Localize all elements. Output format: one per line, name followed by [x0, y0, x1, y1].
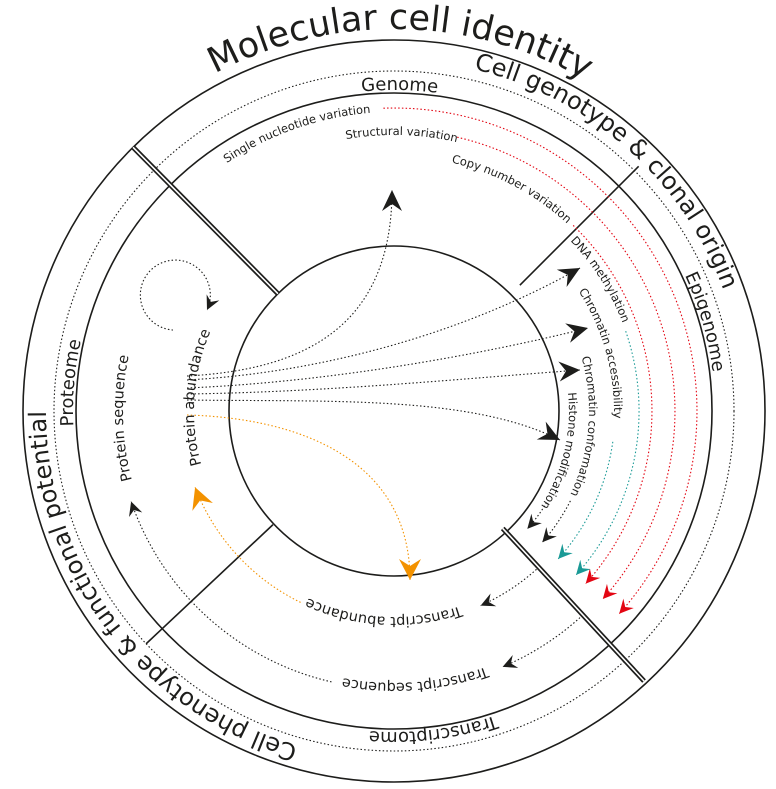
outer-ring — [22, 39, 766, 783]
feature-transcript-sequence: Transcript sequence — [341, 663, 492, 695]
link-chromatin-conformation — [541, 500, 571, 543]
link-snv — [383, 107, 698, 615]
feature-structural-variation: Structural variation — [344, 124, 459, 145]
link-protein-to-histone-modification — [186, 399, 561, 441]
region-phenotype-label: Cell phenotype & functional potential — [24, 411, 300, 767]
feature-transcript-abundance: Transcript abundance — [303, 594, 465, 629]
divider-genome-proteome — [132, 146, 279, 295]
divider-genome-epigenome — [519, 165, 640, 286]
layer-genome-label: Genome — [360, 74, 439, 98]
divider-epigenome-transcriptome — [502, 527, 645, 682]
link-protein-to-dna-methylation — [186, 267, 581, 381]
region-genotype-label: Cell genotype & clonal origin — [472, 48, 744, 293]
layer-proteome-label: Proteome — [57, 337, 86, 427]
inner-circle — [228, 245, 560, 577]
link-arcs — [129, 107, 698, 683]
protein-self-loop — [139, 259, 220, 331]
divider-transcriptome-proteome — [145, 524, 274, 645]
layer-ring — [75, 92, 713, 730]
link-protein-to-chromatin-conformation — [186, 361, 581, 395]
link-protein-to-transcript-abundance — [186, 414, 421, 581]
link-to-transcript-sequence — [502, 617, 581, 668]
protein-abundance-links — [139, 189, 589, 581]
layer-transcriptome-label: Transcriptome — [368, 711, 501, 749]
region-ring-dotted — [53, 70, 735, 752]
sector-dividers — [131, 145, 646, 683]
link-protein-to-chromatin-accessibility — [186, 323, 589, 389]
link-transcript-sequence-to-protein-sequence — [129, 501, 332, 683]
link-transcript-abundance-to-protein-abundance — [192, 487, 301, 603]
feature-copy-number-variation: Copy number variation — [451, 152, 575, 226]
link-dna-methylation — [575, 331, 640, 576]
link-to-transcript-abundance — [480, 568, 537, 607]
link-structural-variation — [457, 136, 676, 600]
feature-protein-abundance: Protein abundance — [182, 327, 214, 468]
link-histone-modification — [526, 502, 548, 530]
feature-protein-sequence: Protein sequence — [111, 353, 136, 483]
